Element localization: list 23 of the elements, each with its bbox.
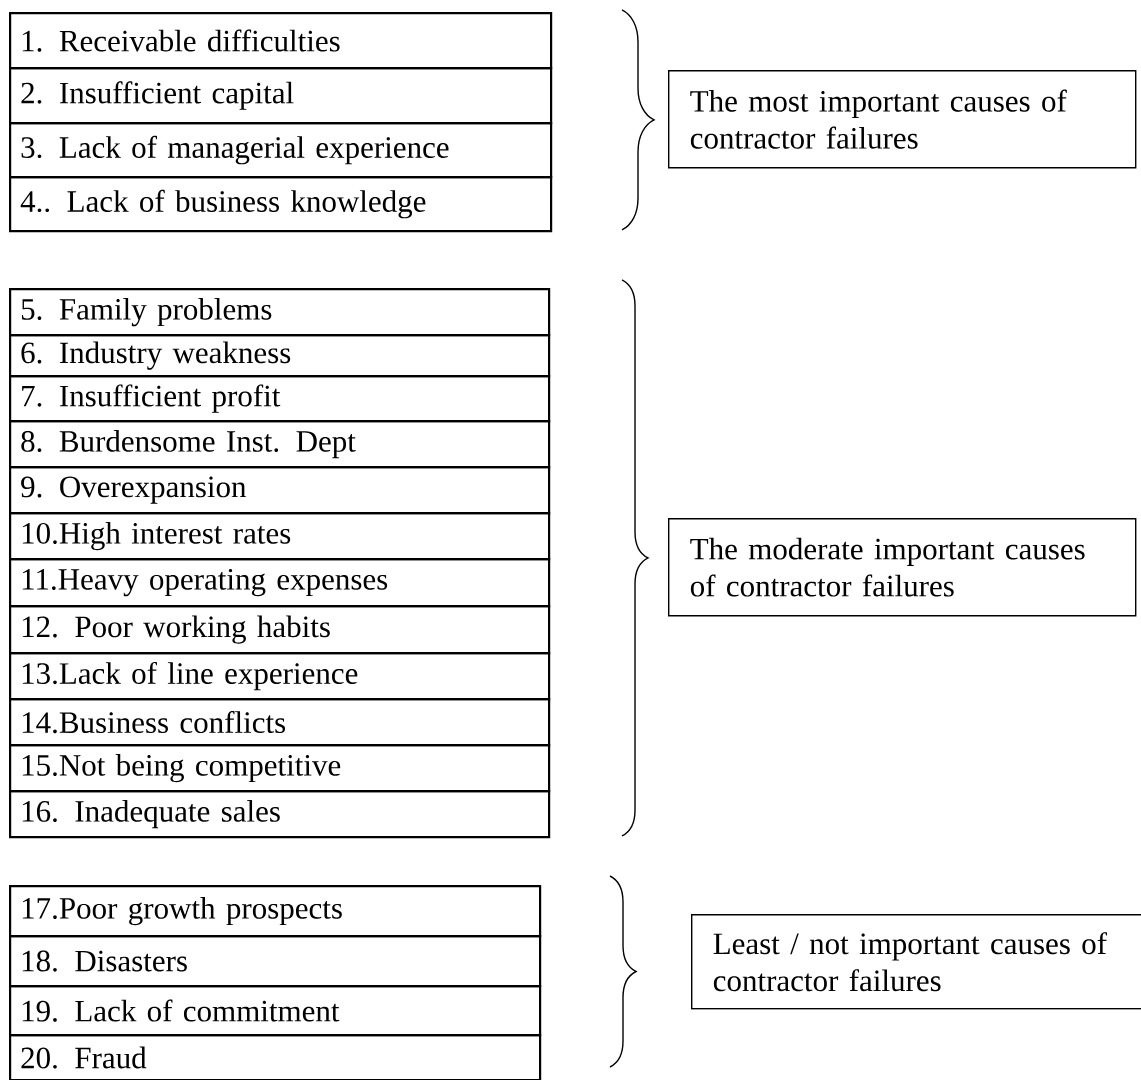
table-cell: 19. Lack of commitment	[9, 985, 542, 1037]
table-cell: 20. Fraud	[9, 1034, 542, 1080]
table-cell: 5. Family problems	[9, 288, 551, 337]
table-cell: 15.Not being competitive	[9, 744, 551, 793]
table-cell: 17.Poor growth prospects	[9, 885, 542, 938]
table-cell: 18. Disasters	[9, 935, 542, 988]
table-cell: 4.. Lack of business knowledge	[9, 176, 553, 233]
table-cell: 7. Insufficient profit	[9, 375, 551, 423]
table-cell: 13.Lack of line experience	[9, 652, 551, 701]
table-cell: 1. Receivable difficulties	[9, 12, 553, 70]
text-box: Least / not important causes of contractor failures	[691, 914, 1141, 1010]
table-cell: 9. Overexpansion	[9, 466, 551, 515]
table-cell: 10.High interest rates	[9, 512, 551, 561]
table-cell: 2. Insufficient capital	[9, 67, 553, 125]
table-cell: 11.Heavy operating expenses	[9, 558, 551, 608]
table-cell: 6. Industry weakness	[9, 334, 551, 378]
table-cell: 16. Inadequate sales	[9, 790, 551, 839]
table-cell: 8. Burdensome Inst. Dept	[9, 420, 551, 469]
text-box: The moderate important causes of contractor failures	[668, 518, 1137, 617]
table-cell: 3. Lack of managerial experience	[9, 122, 553, 179]
table-cell: 12. Poor working habits	[9, 605, 551, 655]
text-box: The most important causes of contractor failures	[668, 70, 1137, 169]
table-cell: 14.Business conflicts	[9, 698, 551, 747]
